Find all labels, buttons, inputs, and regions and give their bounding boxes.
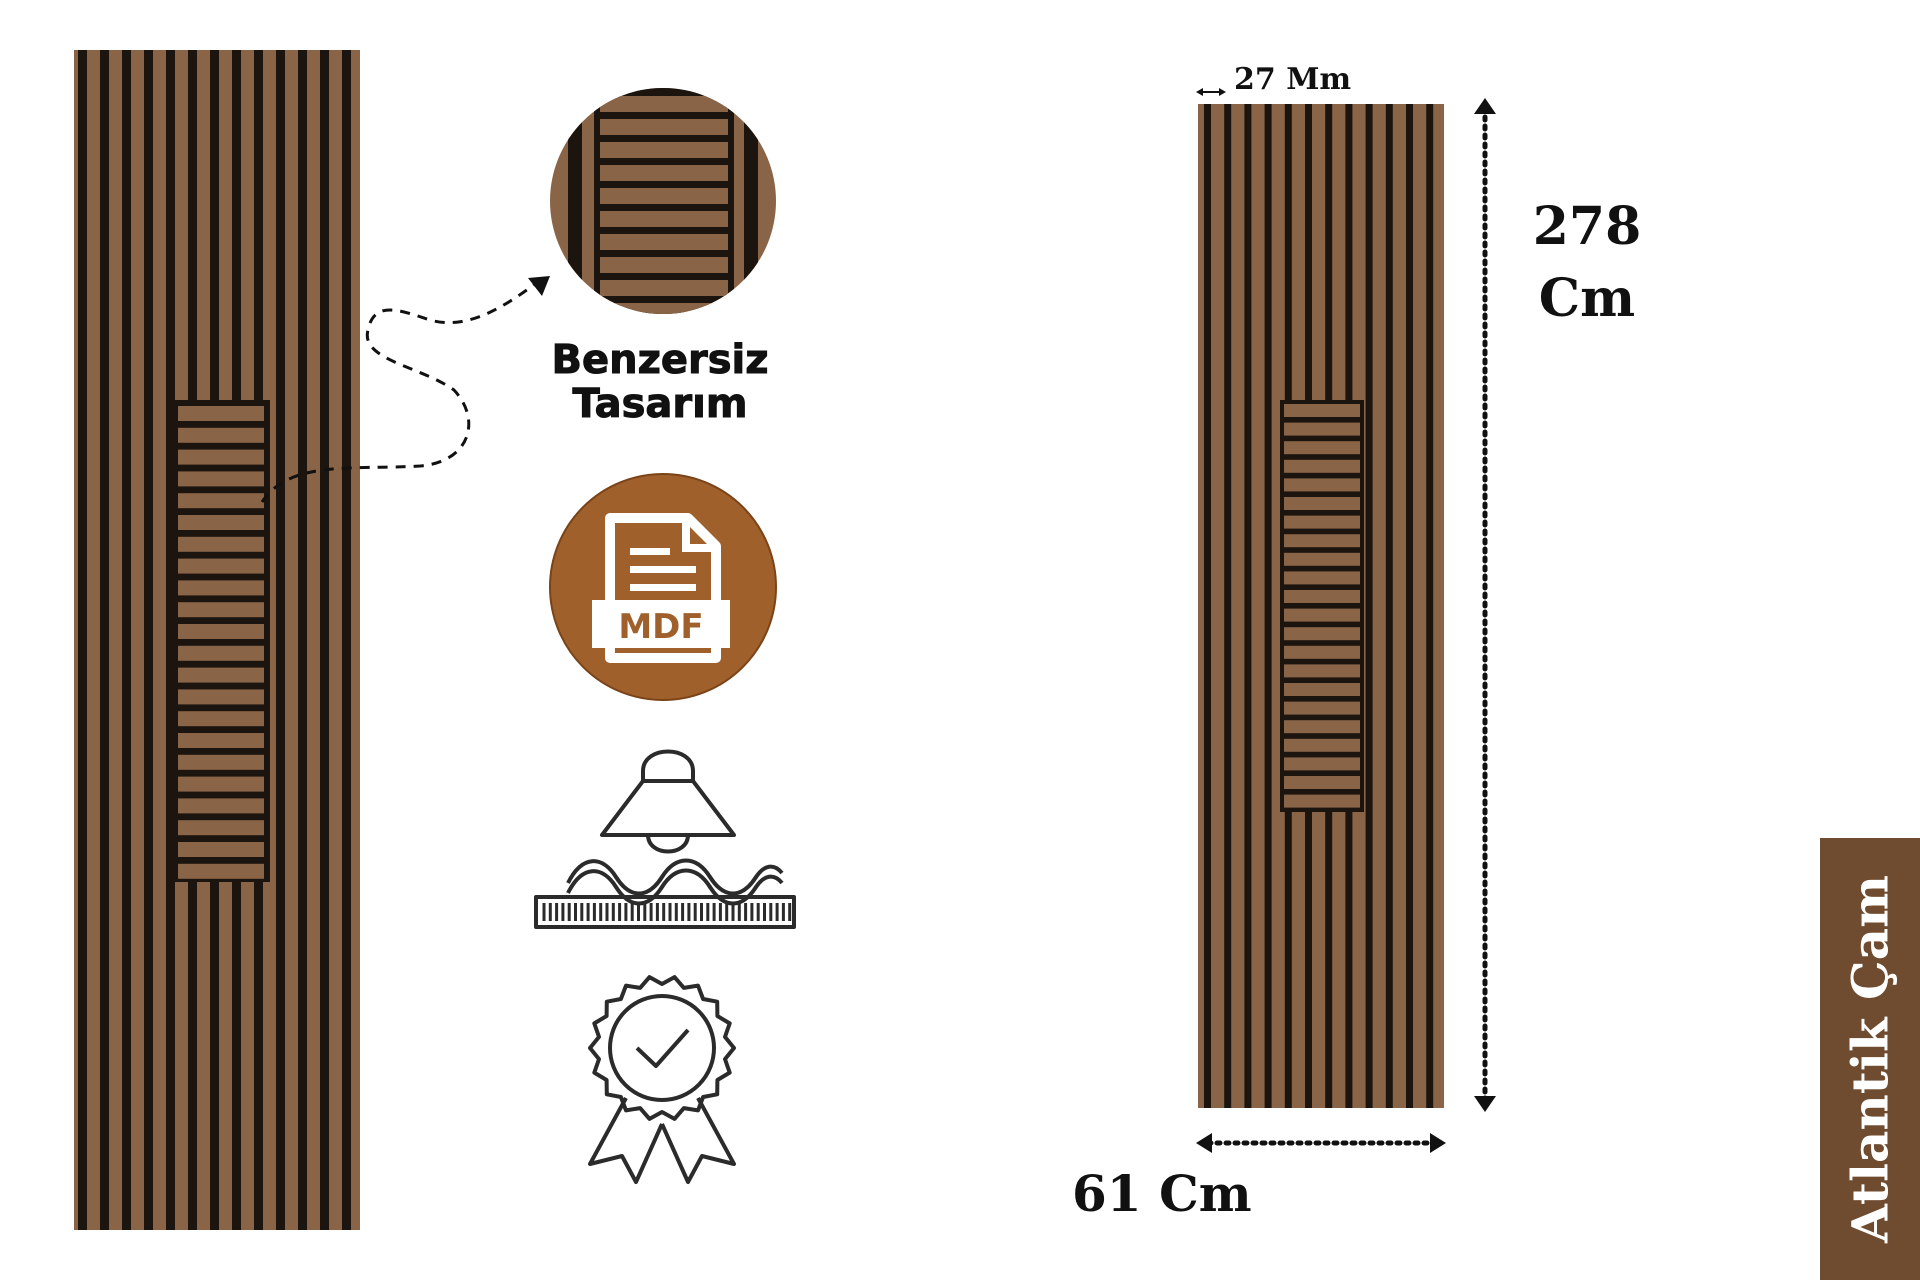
horizontal-slat [178, 820, 264, 836]
feature-title-line1: Benzersiz [551, 337, 769, 383]
horizontal-slat [600, 257, 728, 273]
horizontal-slat [178, 580, 264, 596]
horizontal-slat [178, 624, 264, 639]
dark-slat [122, 50, 131, 1230]
horizontal-slat [178, 602, 264, 618]
horizontal-slat [1284, 627, 1360, 641]
horizontal-slat [600, 96, 728, 112]
horizontal-slat [1284, 515, 1360, 529]
horizontal-slat [178, 558, 264, 574]
quality-badge-icon [588, 975, 736, 1184]
horizontal-slat [1284, 608, 1360, 622]
dark-slat [1244, 104, 1252, 1108]
dark-slat [276, 50, 285, 1230]
horizontal-slat [178, 645, 264, 661]
dark-slat [320, 50, 329, 1230]
horizontal-slat [600, 188, 728, 204]
horizontal-slat [600, 165, 728, 181]
horizontal-slat [1284, 776, 1360, 789]
brand-tab: Atlantik Çam [1820, 838, 1920, 1280]
horizontal-slat [1284, 497, 1360, 510]
mdf-file-icon: MDF [549, 473, 777, 701]
horizontal-slat [600, 280, 728, 296]
horizontal-slat [178, 515, 264, 530]
horizontal-slat [1284, 571, 1360, 585]
horizontal-slat [178, 471, 264, 487]
horizontal-slat [178, 427, 264, 443]
horizontal-slat [178, 863, 264, 879]
horizontal-slat [1284, 590, 1360, 603]
horizontal-slat [178, 733, 264, 748]
horizontal-slat [1284, 720, 1360, 734]
horizontal-slat [1284, 683, 1360, 696]
height-unit-label: Cm [1538, 268, 1636, 329]
horizontal-slat [1284, 404, 1360, 417]
horizontal-slat [1284, 794, 1360, 808]
horizontal-slat [1284, 552, 1360, 566]
acoustic-lamp-icon [534, 749, 796, 929]
detail-zoom-icon [550, 88, 776, 314]
dark-slat [78, 50, 87, 1230]
panel-dimension-image [1198, 104, 1444, 1108]
horizontal-slat [178, 842, 264, 857]
dark-slat [1204, 104, 1211, 1108]
height-value-label: 278 [1532, 196, 1642, 257]
dark-slat [1264, 104, 1272, 1108]
horizontal-slat [178, 536, 264, 552]
horizontal-slat [178, 798, 264, 814]
horizontal-slat [178, 493, 264, 509]
mdf-label: MDF [618, 607, 703, 647]
horizontal-slat [178, 754, 264, 770]
dashed-arrow-icon [260, 276, 550, 503]
horizontal-slat [1284, 478, 1360, 492]
horizontal-slat [1284, 701, 1360, 715]
brand-name: Atlantik Çam [1840, 875, 1900, 1243]
dark-slat [100, 50, 109, 1230]
dark-slat [342, 50, 351, 1230]
panel-large-image [74, 50, 360, 1230]
horizontal-slat [178, 689, 264, 705]
horizontal-slat [1284, 459, 1360, 473]
horizontal-slat [1284, 645, 1360, 659]
horizontal-slat [1284, 738, 1360, 752]
horizontal-slat [178, 449, 264, 465]
horizontal-slat [1284, 757, 1360, 771]
horizontal-slat [600, 303, 728, 314]
feature-title-line2: Tasarım [572, 381, 748, 427]
feature-unique-design: Benzersiz Tasarım [520, 337, 800, 427]
horizontal-slat [1284, 534, 1360, 548]
dark-slat [1224, 104, 1232, 1108]
horizontal-slat [600, 142, 728, 158]
dark-slat [166, 50, 175, 1230]
dark-slat [144, 50, 153, 1230]
dimension-arrows [1196, 88, 1496, 1153]
horizontal-slat [1284, 664, 1360, 678]
dark-slat [1406, 104, 1413, 1108]
dark-slat [1426, 104, 1434, 1108]
dark-slat [1365, 104, 1373, 1108]
slat-width-label: 27 Mm [1234, 62, 1352, 97]
horizontal-slat [600, 119, 728, 135]
dark-slat [298, 50, 307, 1230]
horizontal-slat-insert [172, 400, 270, 882]
horizontal-slat [600, 211, 728, 227]
horizontal-slat [600, 234, 728, 250]
dark-slat [1385, 104, 1393, 1108]
horizontal-slat [1284, 422, 1360, 436]
horizontal-slat [1284, 441, 1360, 455]
horizontal-slat [178, 406, 264, 421]
horizontal-slat [178, 711, 264, 727]
width-label: 61 Cm [1072, 1164, 1252, 1223]
horizontal-slat [178, 667, 264, 683]
horizontal-slat [178, 776, 264, 792]
